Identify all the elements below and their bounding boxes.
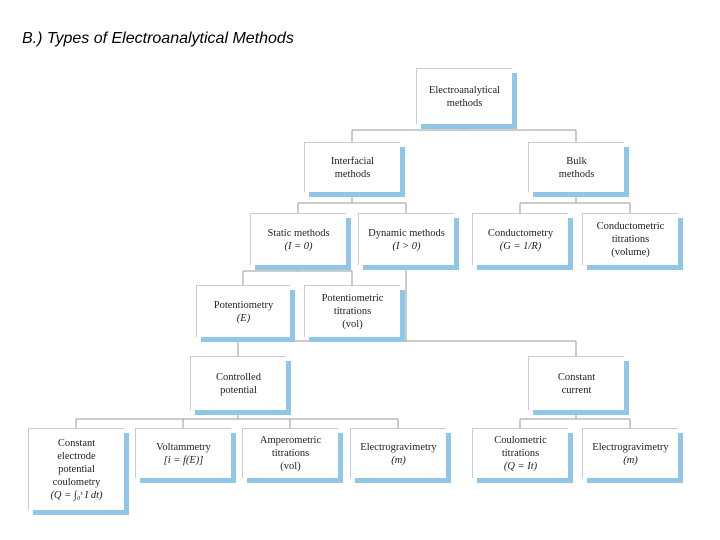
node-line: (Q = It) xyxy=(503,461,538,472)
node-line: electrode xyxy=(57,451,96,462)
node-potentiometry: Potentiometry (E) xyxy=(196,285,290,337)
node-conductometry: Conductometry (G = 1/R) xyxy=(472,213,568,265)
page-title: B.) Types of Electroanalytical Methods xyxy=(22,30,294,47)
node-electrogravimetry-1: Electrogravimetry (m) xyxy=(350,428,446,478)
node-line: methods xyxy=(558,168,595,180)
node-conductometric-titrations: Conductometric titrations (volume) xyxy=(582,213,678,265)
node-line: Constant xyxy=(557,371,596,383)
node-line: (m) xyxy=(623,454,638,466)
node-line: methods xyxy=(446,97,483,109)
node-bulk-methods: Bulk methods xyxy=(528,142,624,192)
connector-interfacial xyxy=(297,192,407,213)
node-constant-current: Constant current xyxy=(528,356,624,410)
node-line: titrations xyxy=(611,234,650,245)
node-static-methods: Static methods (I = 0) xyxy=(250,213,346,265)
node-line: (I > 0) xyxy=(392,240,421,252)
node-line: methods xyxy=(334,168,371,180)
node-line: (G = 1/R) xyxy=(499,240,542,252)
connector-constant xyxy=(519,410,631,428)
node-line: titrations xyxy=(501,448,540,459)
node-line: Voltammetry xyxy=(156,441,211,453)
node-line: Conductometry xyxy=(487,227,554,239)
node-line: titrations xyxy=(333,306,372,317)
node-line: Interfacial xyxy=(330,155,375,167)
node-line: [i = f(E)] xyxy=(163,454,204,466)
node-line: Amperometric xyxy=(259,435,322,446)
node-line: coulometry xyxy=(52,477,101,488)
node-dynamic-methods: Dynamic methods (I > 0) xyxy=(358,213,454,265)
node-line: Electrogravimetry xyxy=(360,441,437,453)
node-line: (E) xyxy=(236,312,251,324)
node-line: current xyxy=(561,384,592,396)
node-line: (m) xyxy=(391,454,406,466)
connector-static xyxy=(242,265,353,285)
node-line: titrations xyxy=(271,448,310,459)
node-electroanalytical-methods: Electroanalytical methods xyxy=(416,68,512,124)
node-voltammetry: Voltammetry [i = f(E)] xyxy=(135,428,231,478)
node-potentiometric-titrations: Potentiometric titrations (vol) xyxy=(304,285,400,337)
node-line: (vol) xyxy=(280,461,301,472)
connector-dynamic xyxy=(237,265,577,356)
connector-bulk xyxy=(519,192,631,213)
node-coulometric-titrations: Coulometric titrations (Q = It) xyxy=(472,428,568,478)
node-line: Controlled xyxy=(216,371,261,383)
node-line: Bulk xyxy=(566,155,587,167)
node-line: Dynamic methods xyxy=(368,227,445,239)
node-line: (Q = ∫₀ᵗ I dt) xyxy=(50,490,103,501)
node-line: Electroanalytical xyxy=(428,84,501,96)
node-line: Constant xyxy=(57,438,96,449)
connector-controlled xyxy=(75,410,399,428)
node-line: Electrogravimetry xyxy=(592,441,669,453)
node-line: potential xyxy=(220,384,257,396)
node-controlled-potential: Controlled potential xyxy=(190,356,286,410)
node-interfacial-methods: Interfacial methods xyxy=(304,142,400,192)
connector-root xyxy=(351,124,577,142)
node-line: (I = 0) xyxy=(284,240,313,252)
node-line: Potentiometry xyxy=(213,299,274,311)
node-line: potential xyxy=(58,464,95,475)
node-line: (vol) xyxy=(342,319,363,330)
node-line: Potentiometric xyxy=(321,293,384,304)
node-line: Coulometric xyxy=(494,435,547,446)
node-constant-electrode-potential-coulometry: Constant electrode potential coulometry … xyxy=(28,428,124,510)
node-electrogravimetry-2: Electrogravimetry (m) xyxy=(582,428,678,478)
node-amperometric-titrations: Amperometric titrations (vol) xyxy=(242,428,338,478)
node-line: Conductometric xyxy=(596,221,665,232)
node-line: (volume) xyxy=(611,247,650,258)
node-line: Static methods xyxy=(267,227,330,239)
